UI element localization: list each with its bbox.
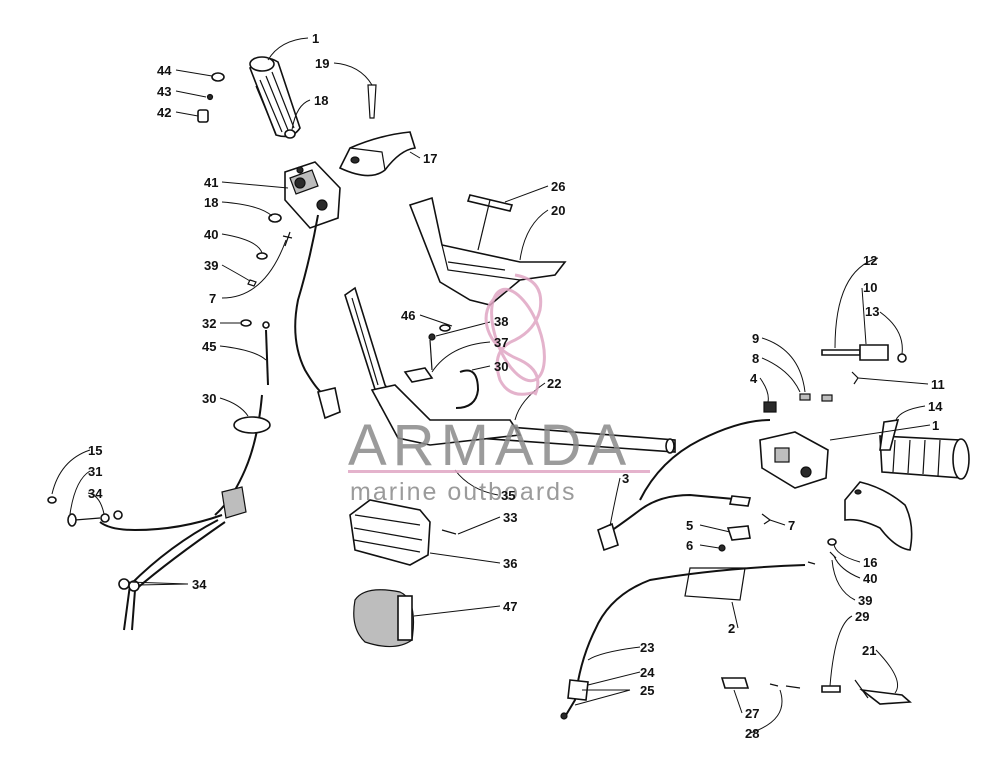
throttle-cable-assembly <box>47 319 271 631</box>
callout-24: 24 <box>640 665 655 680</box>
right-harness <box>597 419 771 552</box>
callout-11: 11 <box>931 377 945 392</box>
callout-34-bottom: 34 <box>192 577 207 592</box>
center-bracket <box>403 324 480 409</box>
watermark: ARMADA marine outboards <box>348 273 650 506</box>
callout-15: 15 <box>88 443 102 458</box>
watermark-logo <box>484 273 546 396</box>
callout-7-right: 7 <box>788 518 795 533</box>
callout-46: 46 <box>401 308 415 323</box>
callout-9: 9 <box>752 331 759 346</box>
leader-lines <box>51 37 931 734</box>
watermark-tagline: marine outboards <box>350 478 577 506</box>
callout-2: 2 <box>728 621 735 636</box>
callout-33: 33 <box>503 510 517 525</box>
callout-13: 13 <box>865 304 879 319</box>
callout-35: 35 <box>501 488 515 503</box>
callout-37: 37 <box>494 335 508 350</box>
callout-23: 23 <box>640 640 654 655</box>
callout-18-mid: 18 <box>204 195 218 210</box>
callout-29: 29 <box>855 609 869 624</box>
callout-30-center: 30 <box>494 359 508 374</box>
right-control-housing <box>759 393 833 489</box>
left-control-block <box>284 161 341 229</box>
left-harness-cable <box>294 214 326 396</box>
handlebar <box>344 286 676 454</box>
callout-34-top: 34 <box>88 486 103 501</box>
left-harness-plug <box>317 387 341 420</box>
callout-30-left: 30 <box>202 391 216 406</box>
callout-1-right: 1 <box>932 418 939 433</box>
callout-21: 21 <box>862 643 876 658</box>
left-grip <box>249 56 301 138</box>
callout-41: 41 <box>204 175 218 190</box>
callout-7-left: 7 <box>209 291 216 306</box>
callout-47: 47 <box>503 599 517 614</box>
right-grip <box>879 435 970 480</box>
handlebar-bag <box>349 499 457 648</box>
right-small-hardware <box>718 513 837 559</box>
callout-1-left: 1 <box>312 31 319 46</box>
handlebar-pad <box>408 194 567 306</box>
control-cable <box>560 561 816 720</box>
callout-44: 44 <box>157 63 172 78</box>
callout-43: 43 <box>157 84 171 99</box>
callout-10: 10 <box>863 280 877 295</box>
callout-16: 16 <box>863 555 877 570</box>
callout-26: 26 <box>551 179 565 194</box>
callout-labels: 1 44 43 42 19 18 17 41 18 40 39 7 32 45 … <box>88 31 945 741</box>
callout-42: 42 <box>157 105 171 120</box>
callout-17: 17 <box>423 151 437 166</box>
callout-19: 19 <box>315 56 329 71</box>
callout-27: 27 <box>745 706 759 721</box>
callout-20: 20 <box>551 203 565 218</box>
callout-45: 45 <box>202 339 216 354</box>
callout-4: 4 <box>750 371 758 386</box>
callout-32: 32 <box>202 316 216 331</box>
left-hand-guard <box>338 131 417 177</box>
right-hand-guard <box>844 481 913 551</box>
callout-28: 28 <box>745 726 759 741</box>
watermark-rule <box>348 470 650 473</box>
callout-40-left: 40 <box>204 227 218 242</box>
callout-5: 5 <box>686 518 693 533</box>
kill-switch-parts <box>720 677 912 705</box>
right-top-hardware <box>821 344 907 451</box>
callout-22: 22 <box>547 376 561 391</box>
callout-40-right: 40 <box>863 571 877 586</box>
callout-39-right: 39 <box>858 593 872 608</box>
callout-25: 25 <box>640 683 654 698</box>
callout-36: 36 <box>503 556 517 571</box>
callout-18-top: 18 <box>314 93 328 108</box>
callout-8: 8 <box>752 351 759 366</box>
callout-39-left: 39 <box>204 258 218 273</box>
callout-31: 31 <box>88 464 102 479</box>
watermark-brand: ARMADA <box>348 413 632 478</box>
callout-3: 3 <box>622 471 629 486</box>
callout-12: 12 <box>863 253 877 268</box>
callout-38: 38 <box>494 314 508 329</box>
callout-14: 14 <box>928 399 943 414</box>
callout-6: 6 <box>686 538 693 553</box>
